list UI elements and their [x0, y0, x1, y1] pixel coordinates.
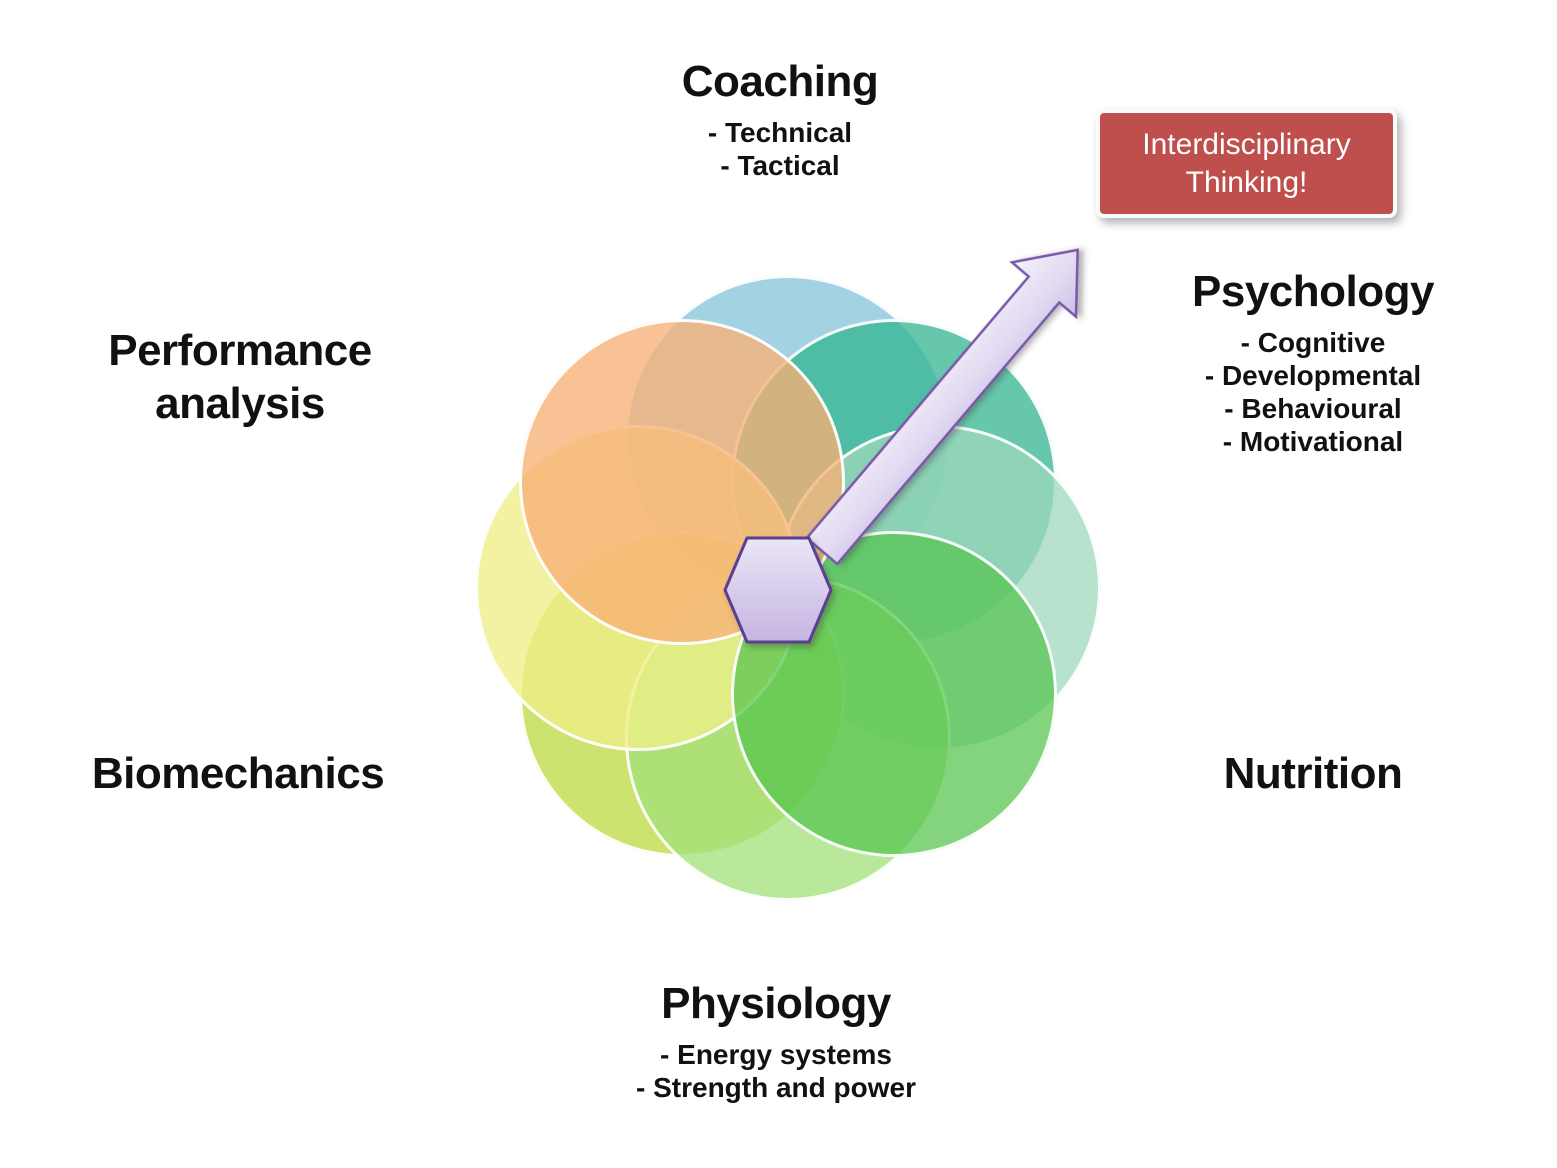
- label-physiology: Physiology - Energy systems - Strength a…: [526, 978, 1026, 1104]
- physiology-item: - Strength and power: [636, 1071, 916, 1103]
- coaching-item: - Tactical: [720, 149, 840, 181]
- performance-analysis-line: analysis: [155, 378, 325, 428]
- label-biomechanics: Biomechanics: [0, 748, 488, 801]
- coaching-item: - Technical: [707, 116, 853, 148]
- label-psychology: Psychology - Cognitive - Developmental -…: [1063, 266, 1557, 458]
- interdisciplinary-callout: Interdisciplinary Thinking!: [1096, 109, 1397, 218]
- label-coaching: Coaching - Technical - Tactical: [530, 56, 1030, 182]
- callout-line: Thinking!: [1185, 165, 1308, 199]
- nutrition-title: Nutrition: [1223, 749, 1403, 798]
- petal-peach-upper-left: [519, 319, 845, 645]
- label-performance-analysis: Performance analysis: [0, 325, 490, 431]
- performance-analysis-line: Performance: [108, 326, 372, 375]
- psychology-title: Psychology: [1192, 267, 1434, 316]
- label-nutrition: Nutrition: [1063, 748, 1557, 801]
- callout-line: Interdisciplinary: [1142, 127, 1351, 161]
- physiology-title: Physiology: [661, 979, 891, 1028]
- psychology-item: - Motivational: [1222, 425, 1404, 457]
- coaching-title: Coaching: [681, 57, 879, 106]
- psychology-item: - Behavioural: [1224, 392, 1402, 424]
- biomechanics-title: Biomechanics: [91, 749, 385, 798]
- physiology-item: - Energy systems: [660, 1038, 892, 1070]
- psychology-item: - Cognitive: [1240, 326, 1386, 358]
- psychology-item: - Developmental: [1204, 359, 1422, 391]
